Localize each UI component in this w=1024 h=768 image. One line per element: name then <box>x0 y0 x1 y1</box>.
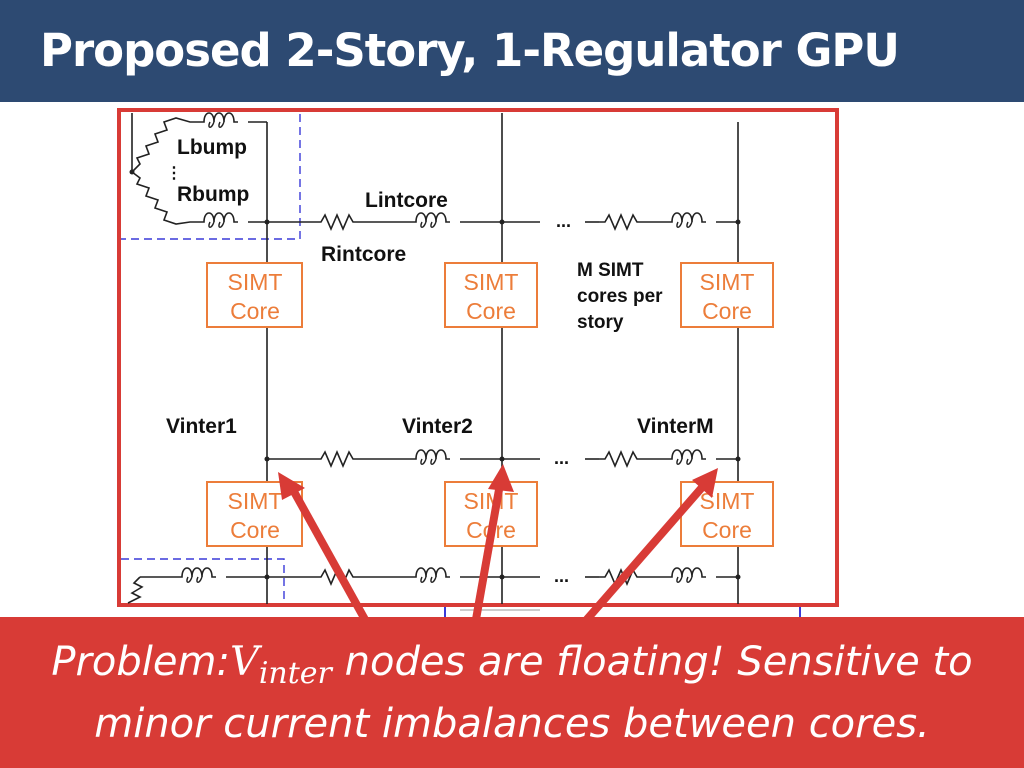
bump-dashed-box-bottom <box>121 558 285 603</box>
simt-core-top-2 <box>444 262 538 328</box>
core-label: Core <box>702 517 752 543</box>
label-vinter1: Vinter1 <box>166 415 237 438</box>
core-label: Core <box>466 298 516 324</box>
bump-dashed-box <box>121 114 301 240</box>
label-ellipsis-mid: ... <box>554 448 569 468</box>
label-m-simt-1: M SIMT <box>577 260 644 281</box>
core-label: SIMT <box>464 488 519 514</box>
bump-network <box>131 113 268 225</box>
label-m-simt-3: story <box>577 312 624 333</box>
label-rintcore: Rintcore <box>321 243 406 266</box>
core-label: SIMT <box>464 269 519 295</box>
slide-title: Proposed 2-Story, 1-Regulator GPU <box>40 24 900 77</box>
problem-label: Problem: <box>51 639 230 685</box>
simt-core-top-1 <box>206 262 303 328</box>
label-vinterm: VinterM <box>637 415 714 438</box>
label-ellipsis-bot: ... <box>554 566 569 586</box>
problem-line-1: Problem:Vinter nodes are floating! Sensi… <box>0 639 1024 691</box>
problem-line-2: minor current imbalances between cores. <box>94 701 930 747</box>
core-label: SIMT <box>228 269 283 295</box>
arrowhead-icon <box>278 472 305 500</box>
core-label: SIMT <box>700 269 755 295</box>
problem-banner: Problem:Vinter nodes are floating! Sensi… <box>0 617 1024 768</box>
core-label: Core <box>230 298 280 324</box>
label-m-simt-2: cores per <box>577 286 663 307</box>
math-subscript: inter <box>258 656 332 691</box>
math-var: V <box>229 639 259 685</box>
simt-core-top-m <box>680 262 774 328</box>
title-bar: Proposed 2-Story, 1-Regulator GPU <box>0 0 1024 102</box>
arrow-to-vinter1 <box>288 486 372 627</box>
arrowhead-icon <box>692 468 718 498</box>
nodes <box>129 169 741 580</box>
vertical-ellipsis: ⋮ <box>166 165 182 182</box>
label-ellipsis-top: ... <box>556 211 571 231</box>
core-label: SIMT <box>228 488 283 514</box>
arrow-to-vinterm <box>578 481 709 628</box>
label-rbump: Rbump <box>177 183 249 206</box>
label-lbump: Lbump <box>177 136 247 159</box>
arrowhead-icon <box>488 464 514 492</box>
problem-text-1: nodes are floating! Sensitive to <box>331 639 973 685</box>
label-vinter2: Vinter2 <box>402 415 473 438</box>
core-label: Core <box>702 298 752 324</box>
arrow-to-vinter2 <box>471 483 504 626</box>
label-lintcore: Lintcore <box>365 189 448 212</box>
vinter-math: Vinter <box>229 639 332 691</box>
core-label: Core <box>230 517 280 543</box>
